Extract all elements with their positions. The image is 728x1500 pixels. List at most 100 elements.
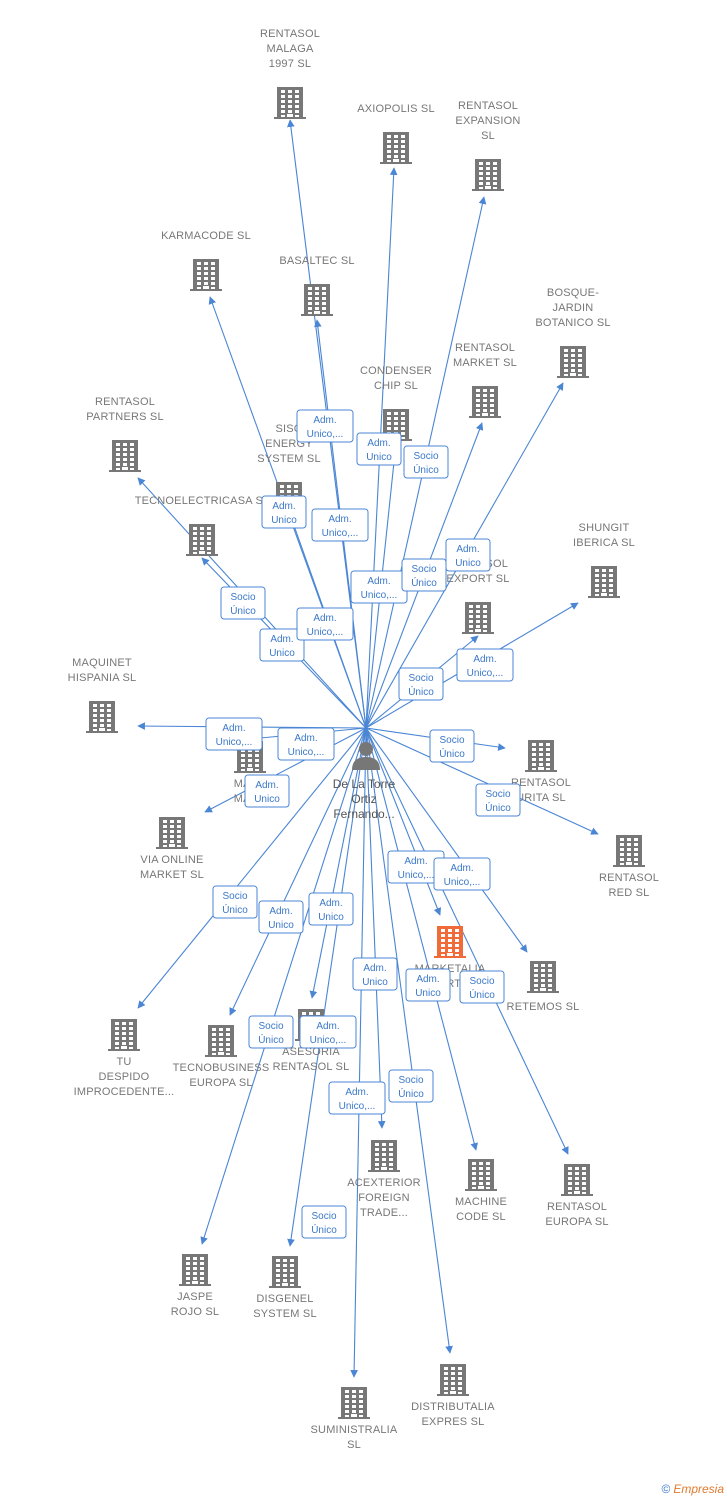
company-node-rentasol-malaga[interactable]: RENTASOL MALAGA 1997 SL [260, 28, 320, 119]
company-label[interactable]: BASALTEC SL [279, 255, 354, 267]
company-label[interactable]: MAQUINET [72, 657, 132, 669]
company-label[interactable]: RENTASOL [95, 396, 155, 408]
building-icon[interactable] [338, 1387, 370, 1419]
company-label[interactable]: AXIOPOLIS SL [357, 103, 435, 115]
company-label[interactable]: JARDIN [553, 302, 594, 314]
person-name-label[interactable]: Ortiz [351, 792, 376, 806]
company-label[interactable]: SYSTEM SL [253, 1308, 317, 1320]
company-label[interactable]: DESPIDO [99, 1071, 150, 1083]
company-label[interactable]: DISTRIBUTALIA [411, 1401, 495, 1413]
company-node-via-online[interactable]: VIA ONLINE MARKET SL [140, 817, 204, 881]
company-node-tecnoelectricasa[interactable]: TECNOELECTRICASA SL [135, 495, 270, 556]
company-node-rentasol-europa[interactable]: RENTASOL EUROPA SL [545, 1164, 608, 1228]
company-label[interactable]: FOREIGN [358, 1192, 410, 1204]
building-icon[interactable] [472, 159, 504, 191]
company-node-retemos[interactable]: RETEMOS SL [507, 961, 580, 1013]
person-name-label[interactable]: De La Torre [333, 777, 396, 791]
building-icon[interactable] [588, 566, 620, 598]
company-label[interactable]: CONDENSER [360, 365, 432, 377]
company-label[interactable]: KARMACODE SL [161, 230, 251, 242]
company-node-maquinet-hispania[interactable]: MAQUINET HISPANIA SL [68, 657, 137, 733]
brand-logo[interactable]: Empresia [673, 1482, 724, 1496]
company-node-rentasol-red[interactable]: RENTASOL RED SL [599, 835, 659, 899]
company-label[interactable]: EXPORT SL [446, 573, 509, 585]
building-icon[interactable] [109, 440, 141, 472]
company-label[interactable]: CODE SL [456, 1211, 506, 1223]
building-icon[interactable] [179, 1254, 211, 1286]
company-label[interactable]: HISPANIA SL [68, 672, 137, 684]
company-label[interactable]: ROJO SL [171, 1306, 219, 1318]
building-icon[interactable] [380, 132, 412, 164]
company-label[interactable]: DISGENEL [256, 1293, 313, 1305]
building-icon[interactable] [269, 1256, 301, 1288]
company-label[interactable]: SUMINISTRALIA [311, 1424, 398, 1436]
company-label[interactable]: MALAGA [266, 43, 314, 55]
company-node-tecnobusiness[interactable]: TECNOBUSINESS EUROPA SL [173, 1025, 270, 1089]
company-node-acexterior[interactable]: ACEXTERIORFOREIGNTRADE... [347, 1140, 421, 1219]
building-icon[interactable] [368, 1140, 400, 1172]
company-node-suministralia[interactable]: SUMINISTRALIA SL [311, 1387, 398, 1451]
company-label[interactable]: MARKET SL [453, 357, 517, 369]
company-label[interactable]: TU [116, 1056, 131, 1068]
company-label[interactable]: RED SL [609, 887, 650, 899]
building-icon[interactable] [434, 926, 466, 958]
company-node-rentasol-partners[interactable]: RENTASOL PARTNERS SL [86, 396, 164, 472]
company-label[interactable]: SL [481, 130, 495, 142]
company-node-distributalia[interactable]: DISTRIBUTALIA EXPRES SL [411, 1364, 495, 1428]
company-label[interactable]: PARTNERS SL [86, 411, 164, 423]
building-icon[interactable] [557, 346, 589, 378]
person-icon[interactable] [352, 742, 380, 770]
building-icon[interactable] [301, 284, 333, 316]
company-label[interactable]: RENTASOL [599, 872, 659, 884]
building-icon[interactable] [437, 1364, 469, 1396]
building-icon[interactable] [469, 386, 501, 418]
company-node-condenser-chip[interactable]: CONDENSER CHIP SL [360, 365, 432, 441]
building-icon[interactable] [86, 701, 118, 733]
company-node-tu-despido[interactable]: TU DESPIDO IMPROCEDENTE... [74, 1019, 175, 1098]
company-label[interactable]: SHUNGIT [579, 522, 630, 534]
company-label[interactable]: SISG [275, 423, 302, 435]
company-node-axiopolis[interactable]: AXIOPOLIS SL [357, 103, 435, 164]
company-label[interactable]: RENTASOL SL [273, 1061, 350, 1073]
company-node-shungit-iberica[interactable]: SHUNGIT IBERICA SL [573, 522, 635, 598]
company-label[interactable]: EUROPA SL [545, 1216, 608, 1228]
company-label[interactable]: BOSQUE- [547, 287, 599, 299]
company-label[interactable]: RENTASOL [547, 1201, 607, 1213]
building-icon[interactable] [205, 1025, 237, 1057]
company-label[interactable]: IBERICA SL [573, 537, 635, 549]
company-label[interactable]: CHIP SL [374, 380, 418, 392]
building-icon[interactable] [525, 740, 557, 772]
building-icon[interactable] [613, 835, 645, 867]
company-label[interactable]: MARKET SL [140, 869, 204, 881]
company-label[interactable]: TECNOBUSINESS [173, 1062, 270, 1074]
company-label[interactable]: SYSTEM SL [257, 453, 321, 465]
building-icon[interactable] [186, 524, 218, 556]
company-node-rentasol-market[interactable]: RENTASOL MARKET SL [453, 342, 517, 418]
company-label[interactable]: RETEMOS SL [507, 1001, 580, 1013]
building-icon[interactable] [527, 961, 559, 993]
company-label[interactable]: 1997 SL [269, 58, 311, 70]
company-node-karmacode[interactable]: KARMACODE SL [161, 230, 251, 291]
building-icon[interactable] [465, 1159, 497, 1191]
company-label[interactable]: EXPRES SL [422, 1416, 485, 1428]
company-label[interactable]: RENTASOL [511, 777, 571, 789]
company-label[interactable]: SL [347, 1439, 361, 1451]
company-label[interactable]: IMPROCEDENTE... [74, 1086, 175, 1098]
building-icon[interactable] [108, 1019, 140, 1051]
center-person-node[interactable]: De La TorreOrtizFernando... [333, 742, 396, 821]
company-label[interactable]: ASESORIA [282, 1046, 340, 1058]
company-label[interactable]: EXPANSION [455, 115, 520, 127]
company-label[interactable]: TRADE... [360, 1207, 408, 1219]
company-label[interactable]: VIA ONLINE [140, 854, 203, 866]
building-icon[interactable] [462, 602, 494, 634]
company-label[interactable]: JASPE [177, 1291, 213, 1303]
company-label[interactable]: EUROPA SL [189, 1077, 252, 1089]
company-label[interactable]: RENTASOL [455, 342, 515, 354]
company-node-disgenel[interactable]: DISGENEL SYSTEM SL [253, 1256, 317, 1320]
company-label[interactable]: RENTASOL [260, 28, 320, 40]
company-node-basaltec[interactable]: BASALTEC SL [279, 255, 354, 316]
